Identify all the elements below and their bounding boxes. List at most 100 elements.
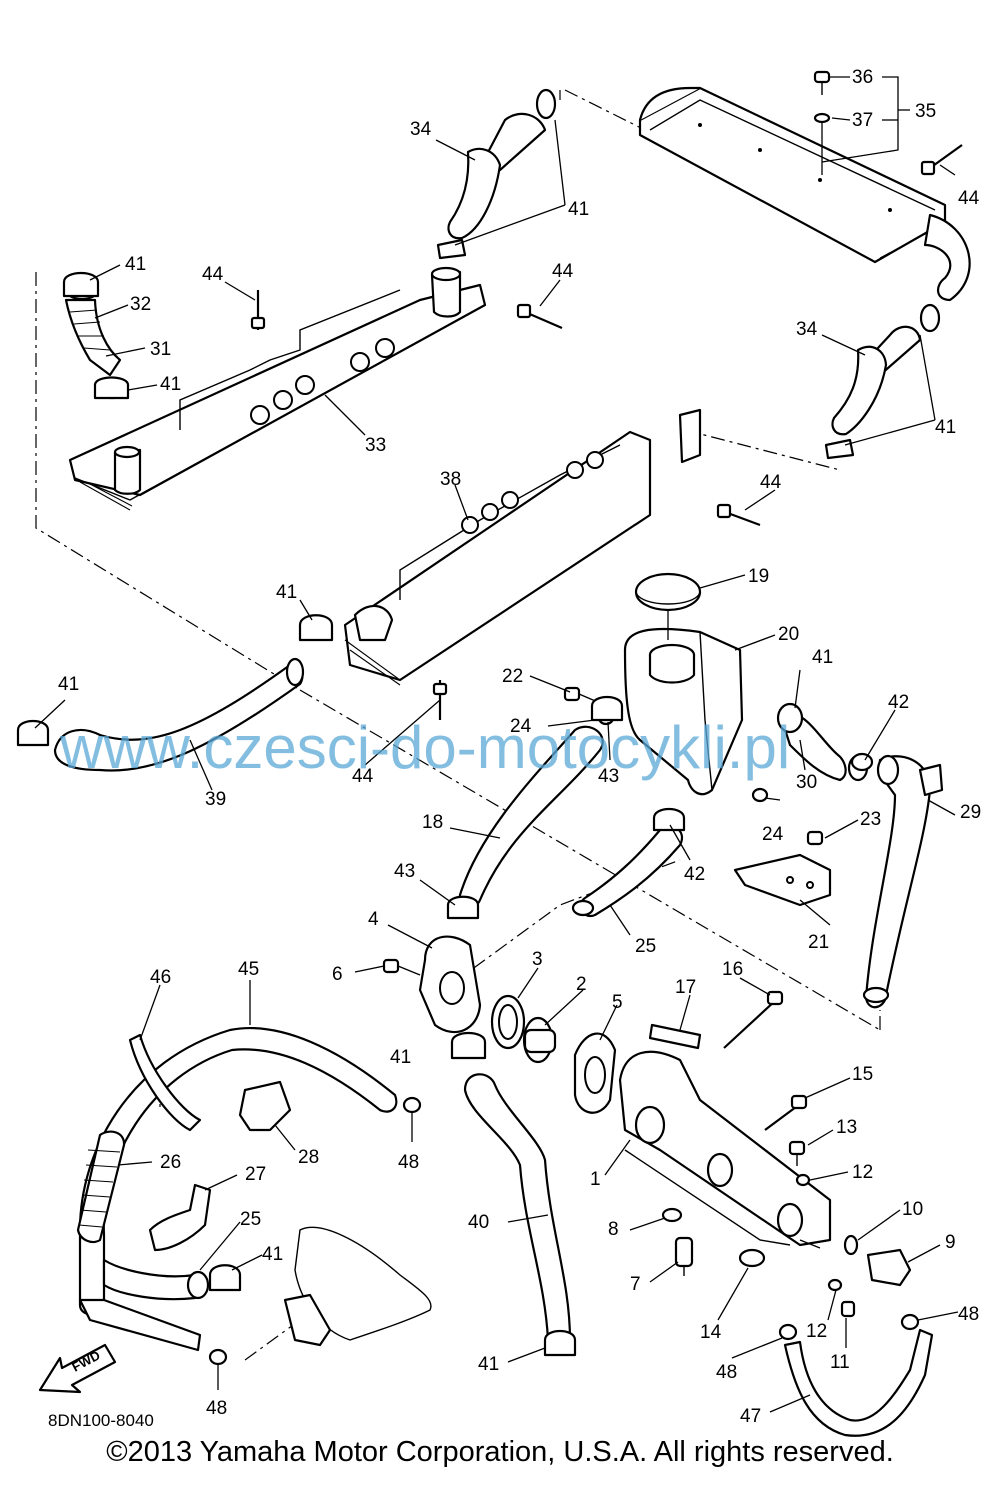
callout-29: 29: [960, 802, 981, 823]
rivet-44-left: [250, 290, 266, 330]
callout-7: 7: [630, 1274, 641, 1295]
clamp-43-lower: [446, 895, 480, 920]
callout-41-top: 41: [568, 199, 589, 220]
callout-42-upper: 42: [888, 692, 909, 713]
callout-42-lower: 42: [684, 864, 705, 885]
callout-27: 27: [245, 1164, 266, 1185]
thermostat-2: [522, 1016, 557, 1064]
o-ring-3: [490, 994, 526, 1050]
clamp-42-lower: [652, 807, 686, 832]
callout-41-thermostat: 41: [390, 1047, 411, 1068]
bolt-36: [813, 70, 831, 95]
callout-15: 15: [852, 1064, 873, 1085]
hose-34-lower: [824, 303, 941, 460]
callout-41-tank: 41: [812, 647, 833, 668]
engine-outline: [283, 1226, 432, 1347]
callout-labels: 1 2 3 4 5 6 7 8 9 10 11 12 12 13 14 15 1…: [58, 67, 981, 1427]
leader-lines: [34, 76, 959, 1413]
callout-4: 4: [368, 909, 379, 930]
callout-36: 36: [852, 67, 873, 88]
callout-1: 1: [590, 1169, 601, 1190]
callout-34-lower: 34: [796, 319, 818, 340]
rivet-44-right: [920, 144, 963, 176]
callout-43-lower: 43: [394, 861, 415, 882]
callout-41-left-hose: 41: [58, 674, 79, 695]
callout-13: 13: [836, 1117, 857, 1138]
clamp-41-upper-left: [62, 271, 100, 298]
clamp-48-lower-right: [900, 1313, 920, 1331]
callout-20: 20: [778, 624, 799, 645]
radiator-cap-19: [634, 572, 702, 640]
callout-8: 8: [608, 1219, 619, 1240]
callout-43-upper: 43: [598, 766, 619, 787]
callout-46: 46: [150, 967, 171, 988]
bolt-6: [382, 958, 421, 976]
callout-16: 16: [722, 959, 743, 980]
callout-37: 37: [852, 110, 873, 131]
callout-31: 31: [150, 339, 171, 360]
callout-34-upper: 34: [410, 119, 432, 140]
callout-45: 45: [238, 959, 259, 980]
hose-40: [463, 1073, 572, 1349]
fwd-arrow-icon: FWD: [38, 1343, 117, 1394]
rivet-44-mid: [716, 503, 761, 527]
lower-radiator-38: [343, 408, 702, 686]
bolt-15: [764, 1094, 808, 1131]
hose-25-upper: [571, 824, 683, 918]
callout-44-bottom: 44: [352, 766, 374, 787]
plate-17: [648, 1023, 702, 1050]
bracket-21: [733, 853, 832, 907]
callout-41-radiator: 41: [276, 582, 297, 603]
bolt-11: [840, 1300, 856, 1318]
callout-25-upper: 25: [635, 936, 656, 957]
washer-37: [813, 112, 831, 175]
callout-3: 3: [532, 949, 543, 970]
callout-17: 17: [675, 977, 696, 998]
clamp-48-upper: [402, 1096, 422, 1114]
callout-41-bypass: 41: [262, 1244, 283, 1265]
clamp-41-bypass: [208, 1264, 242, 1292]
callout-12-lower: 12: [806, 1321, 827, 1342]
watermark-text: www.czesci-do-motocykli.pl: [59, 714, 790, 781]
callout-48-lower-mid: 48: [716, 1362, 737, 1383]
sensor-9: [866, 1248, 912, 1287]
callout-23: 23: [860, 809, 881, 830]
callout-25-lower: 25: [240, 1209, 261, 1230]
callout-6: 6: [332, 964, 343, 985]
callout-30: 30: [796, 772, 817, 793]
clamp-41-left-hose: [16, 719, 50, 747]
clamp-41-lower-hose: [543, 1329, 577, 1357]
callout-24-right: 24: [762, 824, 784, 845]
clamp-43-upper: [590, 695, 624, 722]
clamp-28: [238, 1080, 292, 1132]
hose-34-upper: [436, 88, 557, 260]
copyright-notice: ©2013 Yamaha Motor Corporation, U.S.A. A…: [106, 1436, 894, 1468]
callout-48-lower-left: 48: [206, 1398, 227, 1419]
callout-22: 22: [502, 666, 523, 687]
callout-10: 10: [902, 1199, 923, 1220]
o-ring-10: [843, 1234, 859, 1256]
callout-44-left: 44: [202, 264, 224, 285]
hose-46: [128, 1033, 202, 1132]
thermostat-cover-4: [418, 935, 482, 1034]
clamp-27: [148, 1183, 212, 1252]
bolt-16: [723, 990, 784, 1049]
washer-12-upper: [795, 1173, 811, 1187]
callout-41-lower-hose: 41: [478, 1354, 499, 1375]
callout-18: 18: [422, 812, 443, 833]
callout-48-upper: 48: [398, 1152, 419, 1173]
gasket-8: [661, 1207, 683, 1223]
collar-24-right: [751, 787, 769, 803]
callout-9: 9: [945, 1232, 956, 1253]
rivet-44-top: [516, 303, 563, 330]
sensor-7: [674, 1236, 694, 1276]
hose-39: [53, 657, 305, 772]
callout-44-mid: 44: [760, 472, 782, 493]
protector-26: [76, 1130, 126, 1244]
callout-48-lower-right: 48: [958, 1304, 979, 1325]
callout-5: 5: [612, 992, 623, 1013]
clamp-41-tank: [776, 702, 804, 734]
washer-12-lower: [827, 1278, 843, 1292]
